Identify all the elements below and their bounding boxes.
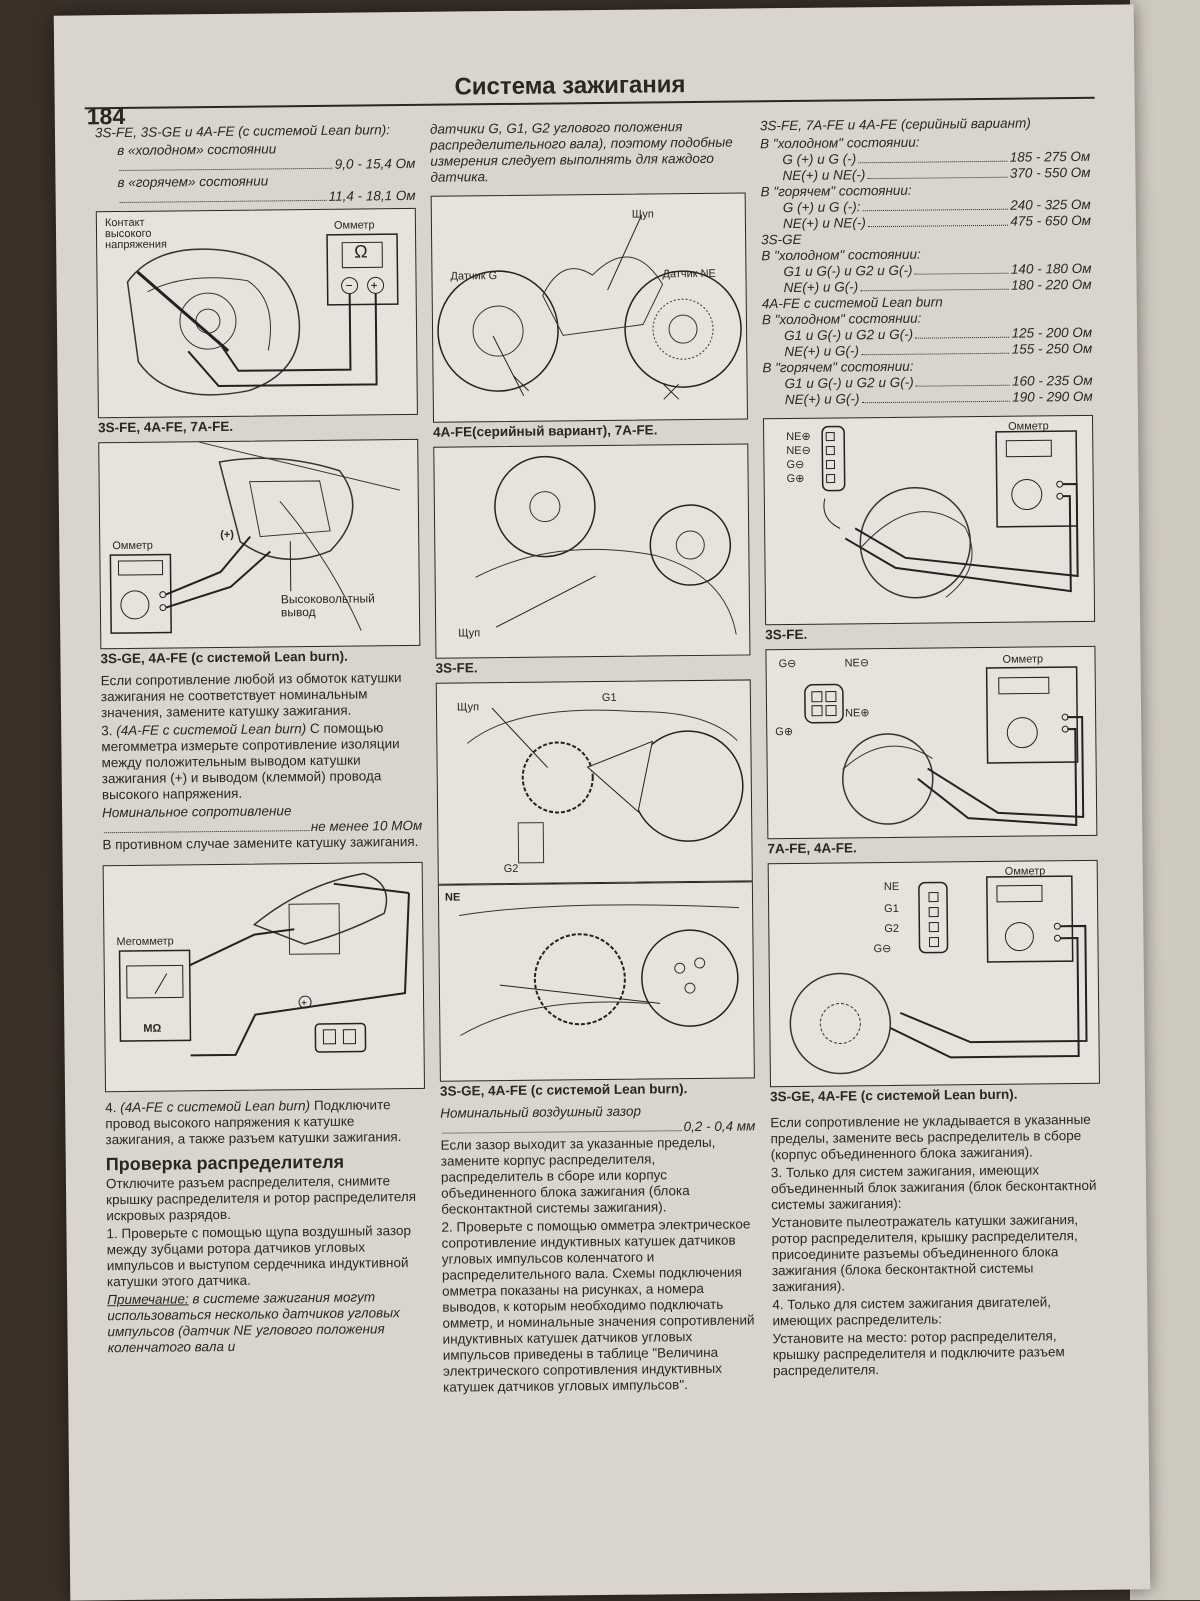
figure-distributor-ohmmeter-1: Омметр NE⊕ NE⊖ G⊖ G⊕	[762, 414, 1096, 626]
label-sensor-ne: Датчик NE	[662, 267, 716, 281]
figure-caption: 4A-FE(серийный вариант), 7A-FE.	[433, 422, 658, 440]
paragraph: Если сопротивление не укладывается в ука…	[770, 1111, 1091, 1163]
paragraph: Если зазор выходит за указанные пределы,…	[440, 1134, 716, 1217]
figure-caption: 3S-GE, 4A-FE (с системой Lean burn).	[770, 1086, 1018, 1105]
distributor-diagram-1	[821, 425, 1079, 599]
column-left: 3S-FE, 3S-GE и 4A-FE (с системой Lean bu…	[95, 122, 428, 1358]
subhead: 3S-FE, 7A-FE и 4A-FE (серийный вариант)	[759, 115, 1031, 134]
label-sensor-g: Датчик G	[450, 270, 498, 283]
paragraph: Установите пылеотражатель катушки зажига…	[771, 1212, 1079, 1295]
spec-title: 3S-FE, 3S-GE и 4A-FE (с системой Lean bu…	[94, 122, 391, 141]
section-title: Проверка распределителя	[105, 1151, 345, 1175]
dot-leader	[442, 1119, 682, 1134]
label-g-minus: G⊖	[873, 942, 892, 956]
svg-text:−: −	[346, 279, 353, 293]
svg-text:+: +	[370, 278, 377, 292]
paragraph-step-4: 4. (4A-FE с системой Lean burn) Подключи…	[105, 1097, 402, 1148]
label-ohmmeter: Омметр	[112, 539, 153, 553]
figure-sensor-gap-4: NE	[437, 881, 755, 1082]
label-plus: (+)	[220, 528, 234, 541]
figure-caption: 3S-GE, 4A-FE (с системой Lean burn).	[100, 648, 348, 667]
figure-caption: 7A-FE, 4A-FE.	[767, 840, 857, 857]
label-hv-output: Высоковольтный вывод	[280, 591, 375, 620]
label-g2: G2	[503, 862, 519, 876]
figure-megohmmeter: + Мегомметр МΩ	[102, 861, 425, 1093]
label-ne: NE	[883, 880, 900, 894]
dot-leader	[119, 188, 327, 204]
sensor-gap-diagram-2	[475, 455, 737, 635]
paragraph-intro: датчики G, G1, G2 углового положения рас…	[429, 119, 733, 185]
distributor-diagram-3	[789, 875, 1088, 1075]
coil-diagram-2	[109, 441, 400, 634]
spec-hot-row: 11,4 - 18,1 Ом	[96, 188, 416, 207]
label-g1: G1	[601, 691, 617, 704]
figure-sensor-gap-2: Щуп	[433, 443, 751, 659]
paragraph-step-3: 3. (4A-FE с системой Lean burn) С помощь…	[101, 720, 400, 803]
svg-text:+: +	[301, 998, 307, 1009]
megohmmeter-diagram: +	[118, 872, 410, 1057]
figure-caption: 3S-GE, 4A-FE (с системой Lean burn).	[439, 1081, 688, 1099]
figure-distributor-ohmmeter-2: Омметр G⊖ NE⊖ NE⊕ G⊕	[765, 645, 1098, 840]
label-mohm: МΩ	[143, 1022, 162, 1035]
paragraph: 2. Проверьте с помощью омметра электриче…	[441, 1216, 755, 1395]
label-g-minus: G⊖	[778, 657, 797, 671]
nominal-value: не менее 10 МОм	[310, 817, 423, 835]
label-ne-minus: NE⊖	[844, 657, 870, 670]
spec-cold-row: 9,0 - 15,4 Ом	[95, 156, 415, 175]
sensor-gap-diagram-3	[467, 707, 744, 864]
label-ohmmeter: Омметр	[333, 219, 375, 232]
paragraph: Отключите разъем распределителя, снимите…	[105, 1173, 417, 1224]
label-ohmmeter: Омметр	[1008, 420, 1049, 433]
coil-diagram-1: − +	[126, 233, 399, 396]
label-g1: G1	[884, 902, 899, 916]
book-page: Система зажигания 184 3S-FE, 3S-GE и 4A-…	[53, 4, 1151, 1601]
figure-coil-ohmmeter-2: Омметр (+) Высоковольтный вывод	[98, 438, 421, 650]
paragraph: В противном случае замените катушку зажи…	[102, 833, 419, 853]
dot-leader	[119, 156, 333, 172]
spec-cold-value: 9,0 - 15,4 Ом	[334, 155, 416, 172]
column-right: 3S-FE, 7A-FE и 4A-FE (серийный вариант) …	[760, 115, 1103, 1381]
label-g2: G2	[884, 922, 900, 936]
running-title: Система зажигания	[454, 71, 686, 101]
label-ohmmeter: Омметр	[1004, 865, 1046, 878]
dot-leader	[104, 819, 309, 834]
figure-caption: 3S-FE.	[765, 626, 808, 643]
paragraph: 1. Проверьте с помощью щупа воздушный за…	[106, 1223, 412, 1290]
figure-coil-ohmmeter-1: − + Контакт высокого напряжения Омметр Ω	[95, 207, 418, 419]
sensor-gap-diagram-1	[437, 214, 742, 400]
gap-value: 0,2 - 0,4 мм	[683, 1118, 756, 1135]
spec-hot-value: 11,4 - 18,1 Ом	[328, 187, 416, 204]
sensor-gap-diagram-4	[459, 904, 740, 1036]
label-ne-plus: NE⊕	[845, 707, 870, 720]
distributor-diagram-2	[804, 666, 1085, 827]
label-ne: NE	[444, 891, 461, 904]
paragraph: 3. Только для систем зажигания, имеющих …	[770, 1162, 1097, 1213]
label-probe: Щуп	[456, 701, 480, 714]
label-megohmmeter: Мегомметр	[116, 935, 174, 949]
figure-caption: 3S-FE.	[435, 660, 478, 676]
label-probe: Щуп	[631, 208, 654, 221]
figure-distributor-ohmmeter-3: Омметр NE G1 G2 G⊖	[767, 859, 1100, 1088]
label-contact: Контакт высокого напряжения	[104, 216, 167, 252]
figure-sensor-gap-1: Щуп Датчик G Датчик NE	[430, 192, 748, 423]
paragraph: Установите на место: ротор распределител…	[772, 1328, 1065, 1379]
paragraph: Если сопротивление любой из обмоток кату…	[100, 670, 402, 721]
column-middle: датчики G, G1, G2 углового положения рас…	[430, 118, 758, 1397]
label-g-plus: G⊕	[786, 472, 805, 486]
figure-caption: 3S-FE, 4A-FE, 7A-FE.	[97, 418, 234, 436]
label-g-plus: G⊕	[775, 725, 794, 739]
label-probe: Щуп	[458, 627, 481, 640]
figure-sensor-gap-3: Щуп G1 G2	[435, 679, 753, 885]
note: Примечание: в системе зажигания могут ис…	[107, 1289, 400, 1356]
resistance-row: NE(+) и G(-)190 - 290 Ом	[784, 388, 1093, 408]
label-ohmmeter: Омметр	[1002, 653, 1044, 666]
ohm-symbol: Ω	[354, 241, 368, 262]
paragraph: 4. Только для систем зажигания двигателе…	[772, 1294, 1052, 1329]
